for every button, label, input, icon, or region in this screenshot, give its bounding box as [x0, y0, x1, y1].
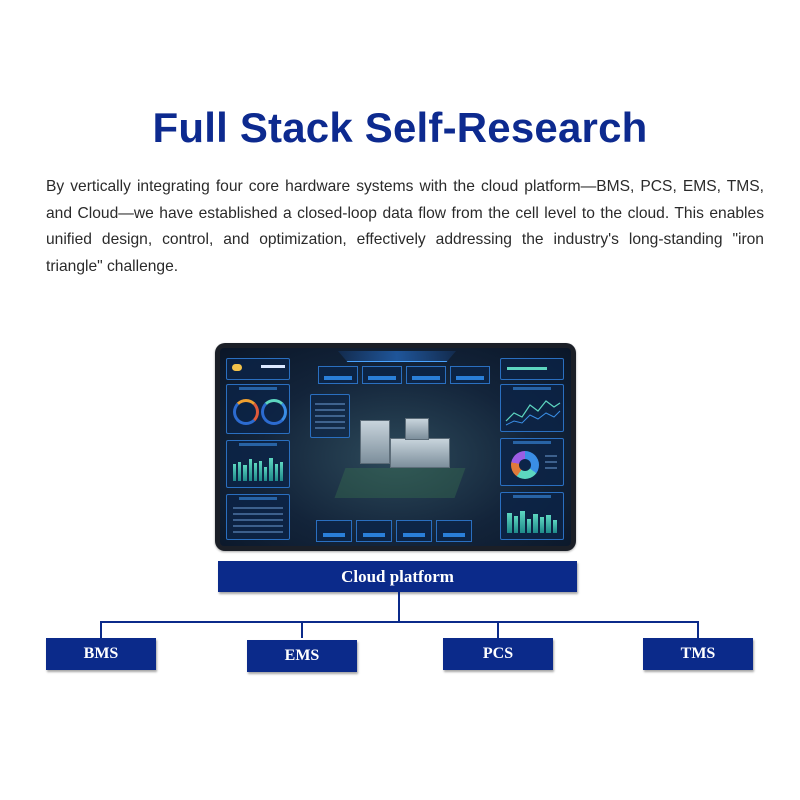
campus-building [390, 438, 450, 468]
clock-readout [261, 365, 285, 368]
bottom-stat-card [436, 520, 472, 542]
left-list-panel [226, 494, 290, 540]
weather-sun-icon [232, 364, 242, 371]
connector-vertical-root [398, 592, 400, 622]
dashboard-tablet-image [215, 343, 576, 551]
connector-ems [301, 621, 303, 638]
top-metric-card [318, 366, 358, 384]
gauge-right-icon [261, 399, 287, 425]
right-top-panel [500, 358, 564, 380]
pcs-box: PCS [443, 638, 553, 670]
top-metric-card [406, 366, 446, 384]
gauge-panel [226, 384, 290, 434]
tms-box: TMS [643, 638, 753, 670]
connector-tms [697, 621, 699, 638]
page-title: Full Stack Self-Research [152, 104, 648, 151]
ems-box: EMS [247, 640, 357, 672]
ems-dashboard-screen [220, 348, 571, 546]
connector-pcs [497, 621, 499, 638]
campus-grounds [334, 468, 466, 498]
dashboard-header-bar [338, 351, 456, 362]
right-line-chart-panel [500, 384, 564, 432]
right-donut-panel [500, 438, 564, 486]
campus-building [405, 418, 429, 440]
bottom-stat-card [356, 520, 392, 542]
bottom-stat-card [396, 520, 432, 542]
center-info-panel [310, 394, 350, 438]
gauge-left-icon [233, 399, 259, 425]
left-bar-chart-panel [226, 440, 290, 488]
campus-building [360, 420, 390, 464]
top-metric-card [362, 366, 402, 384]
bottom-stat-card [316, 520, 352, 542]
intro-paragraph: By vertically integrating four core hard… [46, 178, 764, 275]
line-chart-graphic [505, 400, 561, 426]
donut-chart-graphic [511, 451, 539, 479]
connector-horizontal [100, 621, 699, 623]
top-metric-card [450, 366, 490, 384]
cloud-platform-box: Cloud platform [218, 561, 577, 592]
bms-box: BMS [46, 638, 156, 670]
weather-time-panel [226, 358, 290, 380]
right-bar-chart-panel [500, 492, 564, 540]
connector-bms [100, 621, 102, 638]
